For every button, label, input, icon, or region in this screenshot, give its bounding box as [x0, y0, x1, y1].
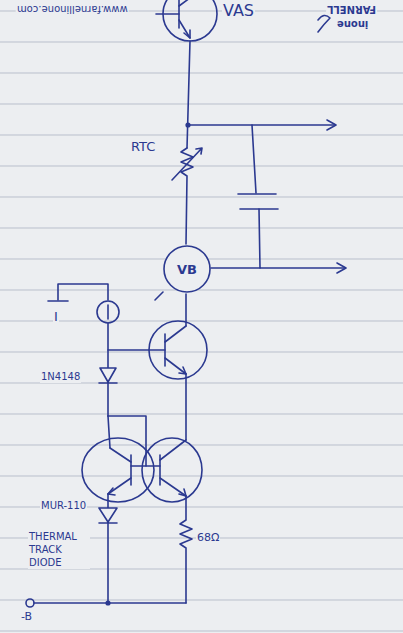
watermark: FARNELL [326, 3, 377, 15]
wire [108, 323, 165, 350]
watermark: www.farnellinone.com [16, 3, 129, 15]
part-name: VAS [222, 2, 255, 20]
logo [318, 15, 330, 32]
junction [106, 601, 110, 605]
current-source [97, 301, 119, 323]
resistor-symbol [181, 148, 193, 244]
part-name: 1N4148 [40, 371, 81, 383]
variable-arrow [172, 148, 202, 180]
signal-name: I [53, 310, 59, 325]
junction [186, 123, 190, 127]
wire [252, 125, 256, 193]
capacitor-symbol [238, 193, 276, 195]
watermark: inone [336, 18, 369, 30]
rail-name: -B [20, 611, 33, 624]
transistor [149, 321, 207, 440]
wire [34, 602, 186, 604]
wire [259, 209, 345, 268]
note: THERMAL TRACK DIODE [28, 530, 90, 569]
wire [108, 416, 146, 466]
output-arrow [337, 263, 346, 273]
circle-node: VB [163, 245, 211, 293]
wire [188, 124, 335, 126]
current-source [107, 305, 109, 319]
part-name: RTC [130, 140, 156, 155]
part-value: 68Ω [196, 532, 220, 545]
transistor-outline [164, 246, 210, 292]
wire [155, 292, 163, 300]
output-arrow [327, 120, 336, 130]
ground-symbol [48, 300, 68, 302]
wire [58, 284, 108, 300]
part-name: MUR-110 [40, 500, 87, 512]
terminal [26, 599, 34, 607]
wire [211, 267, 260, 269]
diode-symbol [99, 494, 117, 603]
resistor-symbol [180, 496, 192, 603]
node-label: VB [177, 262, 197, 277]
dual-transistor [82, 416, 202, 502]
vas-transistor [156, 0, 217, 41]
wire [187, 41, 190, 148]
diode-symbol [99, 350, 117, 416]
